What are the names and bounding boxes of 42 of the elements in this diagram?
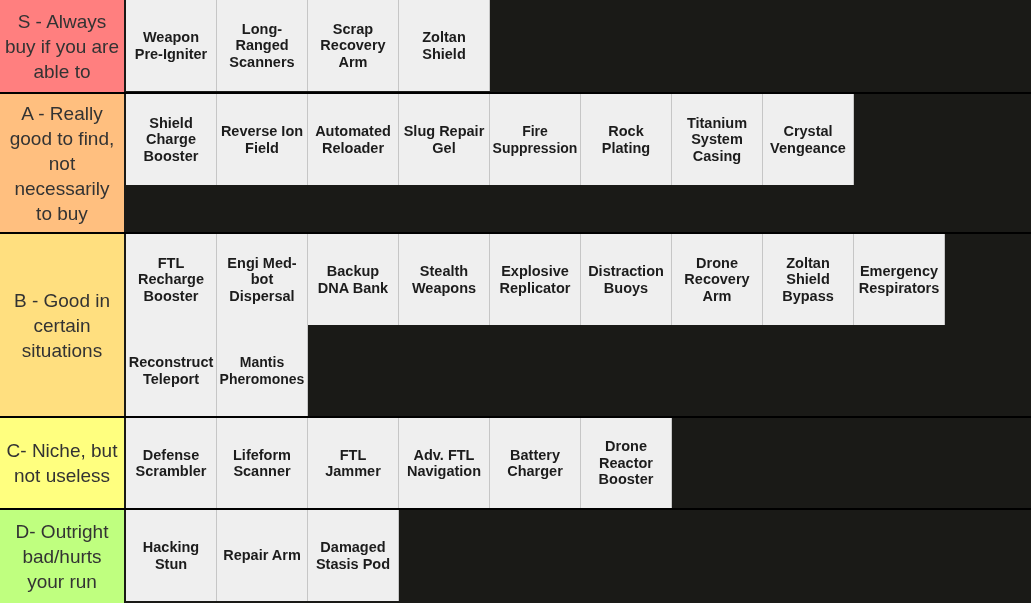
- tier-label: B - Good in certain situations: [0, 234, 124, 416]
- tier-row: [0, 234, 1031, 416]
- item-card: Lifeform Scanner: [217, 418, 308, 508]
- item-card: Battery Charger: [490, 418, 581, 508]
- item-card: Defense Scrambler: [126, 418, 217, 508]
- item-card: Long-Ranged Scanners: [217, 0, 308, 91]
- item-card: Scrap Recovery Arm: [308, 0, 399, 91]
- item-card: Repair Arm: [217, 510, 308, 601]
- item-card: Drone Reactor Booster: [581, 418, 672, 508]
- item-card: Engi Med-bot Dispersal: [217, 234, 308, 325]
- tier-row: [0, 94, 1031, 232]
- item-card: Crystal Vengeance: [763, 94, 854, 185]
- item-card: FTL Jammer: [308, 418, 399, 508]
- item-card: Zoltan Shield Bypass: [763, 234, 854, 325]
- item-card: Automated Reloader: [308, 94, 399, 185]
- item-card: Damaged Stasis Pod: [308, 510, 399, 601]
- item-card: Stealth Weapons: [399, 234, 490, 325]
- item-card: Reverse Ion Field: [217, 94, 308, 185]
- tier-label: C- Niche, but not useless: [0, 418, 124, 508]
- tier-label: S - Always buy if you are able to: [0, 0, 124, 92]
- item-card: Weapon Pre-Igniter: [126, 0, 217, 91]
- tier-label: A - Really good to find, not necessarily to buy: [0, 94, 124, 232]
- item-card: Backup DNA Bank: [308, 234, 399, 325]
- tier-row: [0, 0, 1031, 92]
- item-card: Titanium System Casing: [672, 94, 763, 185]
- item-card: Rock Plating: [581, 94, 672, 185]
- item-card: Emergency Respirators: [854, 234, 945, 325]
- item-card: Adv. FTL Navigation: [399, 418, 490, 508]
- item-card: Mantis Pheromones: [217, 325, 308, 416]
- item-card: Fire Suppression: [490, 94, 581, 185]
- item-card: Distraction Buoys: [581, 234, 672, 325]
- item-card: Explosive Replicator: [490, 234, 581, 325]
- item-card: Shield Charge Booster: [126, 94, 217, 185]
- item-card: Slug Repair Gel: [399, 94, 490, 185]
- item-card: Hacking Stun: [126, 510, 217, 601]
- item-card: Drone Recovery Arm: [672, 234, 763, 325]
- item-card: Reconstruct Teleport: [126, 325, 217, 416]
- item-card: FTL Recharge Booster: [126, 234, 217, 325]
- tier-row: [0, 418, 1031, 508]
- item-card: Zoltan Shield: [399, 0, 490, 91]
- tier-label: D- Outright bad/hurts your run: [0, 510, 124, 603]
- tier-row: [0, 510, 1031, 603]
